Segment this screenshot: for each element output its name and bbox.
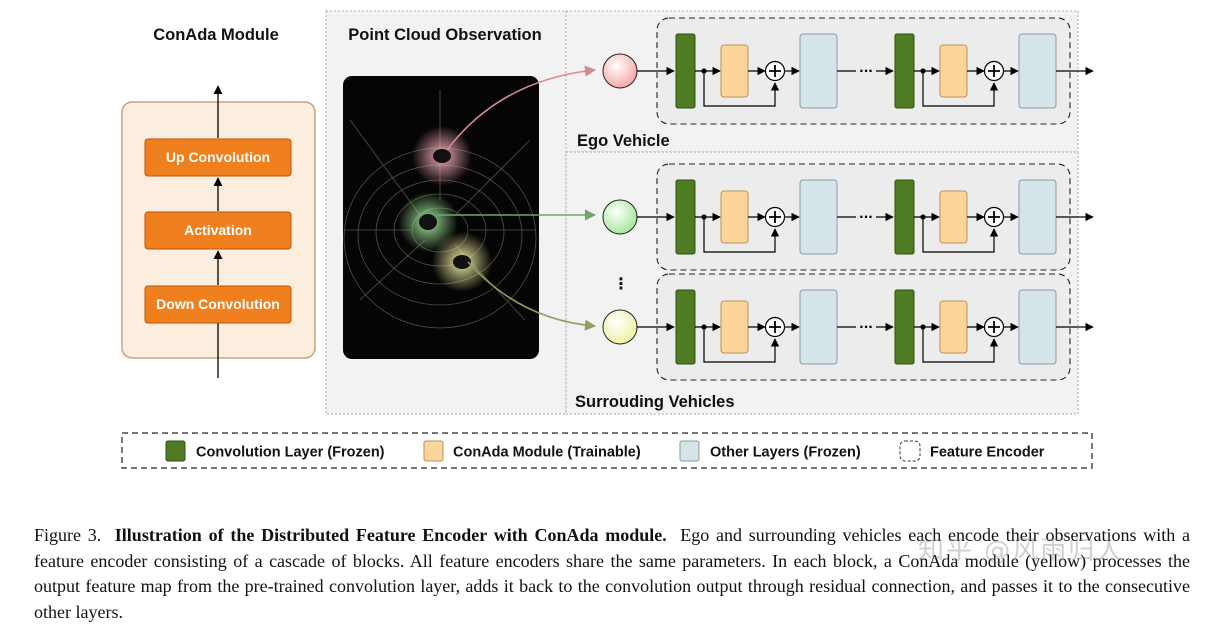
other-layers-surrounding-2-block-2 [1018, 289, 1057, 365]
conv-layer-ego-block-2 [894, 33, 915, 109]
residual-path-surrounding-2-block-2 [922, 327, 999, 363]
conada-adapter-surrounding-1-block-2 [939, 190, 968, 244]
caption-title: Illustration of the Distributed Feature … [114, 525, 667, 545]
block-ellipsis-surrounding-2: ··· [859, 320, 873, 334]
conv-layer-surrounding-1-block-2 [894, 179, 915, 255]
add-symbol-surrounding-1-block-2 [988, 211, 1000, 223]
residual-path-surrounding-1-block-2 [922, 217, 999, 253]
conv-layer-surrounding-2-block-2 [894, 289, 915, 365]
residual-path-surrounding-2-block-1 [703, 327, 780, 363]
conada-module-panel: ConAda Module Up Convolution Activation … [121, 26, 316, 378]
ego-vehicle-blob [433, 149, 451, 163]
conv-layer-ego-block-1 [675, 33, 696, 109]
up-convolution-label: Up Convolution [166, 149, 270, 165]
encoder-rows: ··· ··· ··· [602, 17, 1094, 381]
add-symbol-surrounding-2-block-2 [988, 321, 1000, 333]
conada-adapter-surrounding-1-block-1 [720, 190, 749, 244]
block-ellipsis-ego: ··· [859, 64, 873, 78]
conv-layer-surrounding-1-block-1 [675, 179, 696, 255]
other-layers-ego-block-2 [1018, 33, 1057, 109]
legend-swatch-encoder [899, 440, 921, 462]
encoder-panel: Ego Vehicle Surrouding Vehicles ⋮ ······… [436, 10, 1094, 415]
up-convolution-box [144, 138, 292, 177]
feature-encoder-frame-ego [656, 17, 1071, 125]
input-node-surrounding-1 [602, 199, 638, 235]
legend-swatch-conv [165, 440, 186, 462]
other-layers-surrounding-1-block-1 [799, 179, 838, 255]
legend: Convolution Layer (Frozen) ConAda Module… [121, 432, 1093, 469]
surrounding-vehicle-blob-1 [419, 214, 437, 230]
conada-module-title: ConAda Module [153, 26, 279, 44]
add-symbol-surrounding-1-block-1 [769, 211, 781, 223]
figure: ConAda Module Up Convolution Activation … [121, 10, 1094, 469]
conada-adapter-ego-block-2 [939, 44, 968, 98]
other-layers-surrounding-1-block-2 [1018, 179, 1057, 255]
vertical-ellipsis: ⋮ [613, 274, 629, 293]
surrounding-connection-arrow-2 [467, 261, 597, 331]
conada-adapter-ego-block-1 [720, 44, 749, 98]
surrounding-vehicles-label: Surrouding Vehicles [575, 393, 735, 411]
add-symbol-ego-block-2 [988, 65, 1000, 77]
point-cloud-panel: Point Cloud Observation [325, 10, 567, 415]
add-symbol-surrounding-2-block-1 [769, 321, 781, 333]
residual-path-ego-block-1 [703, 71, 780, 107]
down-convolution-label: Down Convolution [156, 296, 280, 312]
legend-swatch-conada [423, 440, 444, 462]
input-node-ego [602, 53, 638, 89]
caption-body: Ego and surrounding vehicles each encode… [34, 525, 1190, 622]
down-convolution-box [144, 285, 292, 324]
legend-label-other: Other Layers (Frozen) [710, 445, 861, 461]
conv-layer-surrounding-2-block-1 [675, 289, 696, 365]
input-node-surrounding-2 [602, 309, 638, 345]
feature-encoder-frame-surrounding-2 [656, 273, 1071, 381]
activation-box [144, 211, 292, 250]
ego-connection-arrow [446, 65, 597, 151]
other-layers-surrounding-2-block-1 [799, 289, 838, 365]
figure-caption: Figure 3. Illustration of the Distribute… [34, 523, 1190, 625]
other-layers-ego-block-1 [799, 33, 838, 109]
legend-frame [121, 432, 1093, 469]
add-symbol-ego-block-1 [769, 65, 781, 77]
conada-adapter-surrounding-2-block-1 [720, 300, 749, 354]
conada-adapter-surrounding-2-block-2 [939, 300, 968, 354]
watermark: 知乎 @风雨归人 [918, 536, 1125, 566]
feature-encoder-frame-surrounding-1 [656, 163, 1071, 271]
surrounding-vehicle-blob-2 [453, 255, 471, 269]
point-cloud-title: Point Cloud Observation [348, 26, 541, 44]
legend-swatch-other [679, 440, 700, 462]
caption-prefix: Figure 3. [34, 525, 102, 545]
legend-label-conada: ConAda Module (Trainable) [453, 445, 641, 461]
legend-label-encoder: Feature Encoder [930, 445, 1045, 461]
block-ellipsis-surrounding-1: ··· [859, 210, 873, 224]
legend-label-conv: Convolution Layer (Frozen) [196, 445, 385, 461]
activation-label: Activation [184, 222, 252, 238]
residual-path-surrounding-1-block-1 [703, 217, 780, 253]
residual-path-ego-block-2 [922, 71, 999, 107]
ego-vehicle-label: Ego Vehicle [577, 132, 670, 150]
